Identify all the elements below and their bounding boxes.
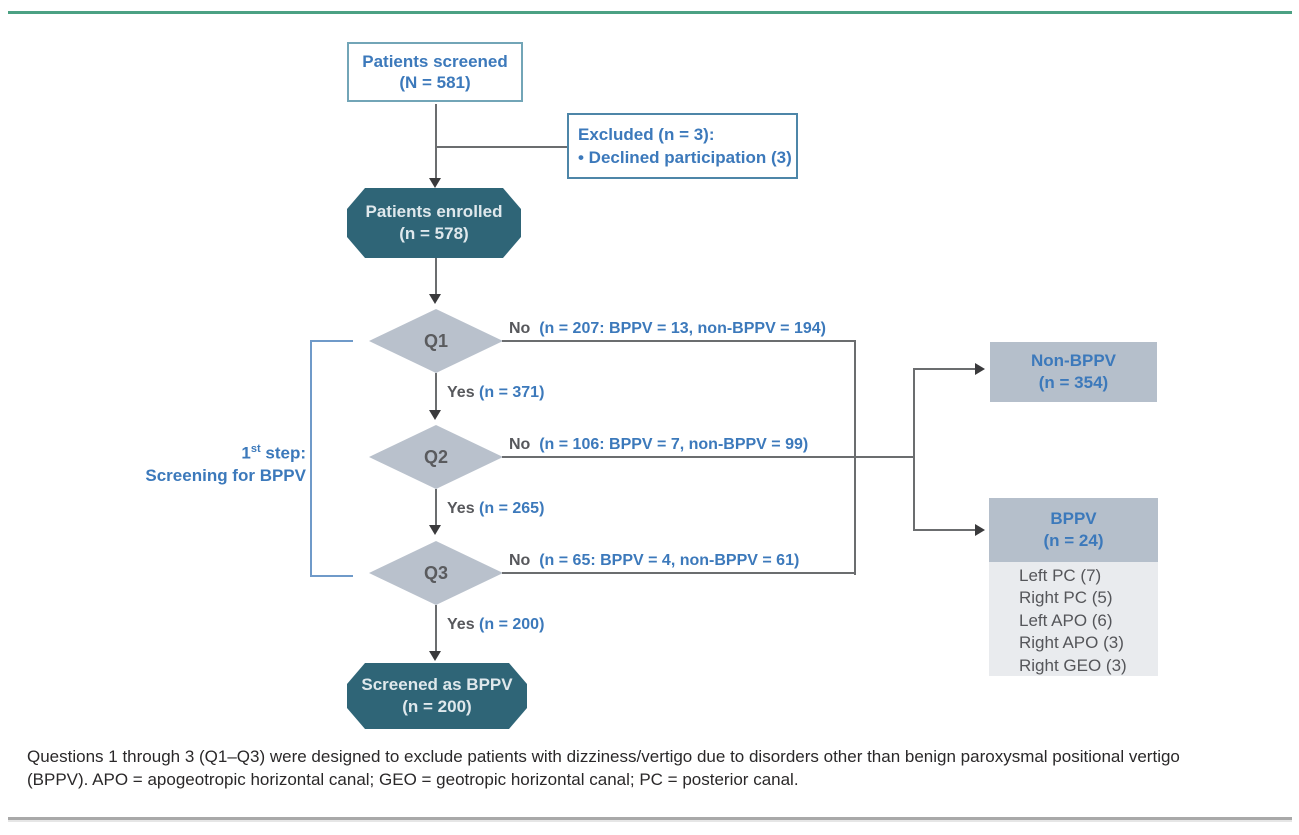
list-item: Left PC (7) [1019,566,1102,585]
node-screened-as-bppv-count: (n = 200) [402,697,472,716]
step-bracket [310,340,312,577]
list-item: Left APO (6) [1019,610,1113,630]
step-number: 1 [241,443,251,463]
node-bppv-count: (n = 24) [1043,531,1104,550]
connector-no-collector [854,340,856,575]
decision-q1-label: Q1 [423,330,448,351]
list-item: Right PC (5) [1019,588,1113,608]
node-screened-as-bppv: Screened as BPPV (n = 200) [347,663,527,729]
arrowhead-down-icon [429,651,441,661]
connector-excluded [436,146,567,148]
step-label-line2: Screening for BPPV [145,465,306,485]
node-excluded-title: Excluded (n = 3): [578,125,715,144]
edge-label-q2-yes: Yes (n = 265) [447,500,544,518]
no-detail: (n = 65: BPPV = 4, non-BPPV = 61) [539,552,800,569]
yes-detail: (n = 371) [479,384,545,401]
yes-detail: (n = 265) [479,500,545,517]
node-bppv: BPPV (n = 24) [989,498,1158,562]
connector-q3-yes [435,605,437,652]
connector-branch-vertical [913,368,915,531]
caption-line: Questions 1 through 3 (Q1–Q3) were desig… [27,747,1180,766]
edge-label-q1-yes: Yes (n = 371) [447,384,544,402]
connector-q1-yes [435,373,437,411]
node-patients-screened: Patients screened (N = 581) [347,42,523,102]
no-detail: (n = 106: BPPV = 7, non-BPPV = 99) [539,436,809,453]
step-word: step: [260,443,306,463]
connector-q1-no [502,340,856,342]
connector-enrolled-q1 [435,258,437,295]
step-bracket-tick-bottom [310,575,353,577]
edge-label-q3-yes: Yes (n = 200) [447,616,544,634]
decision-q1: Q1 [369,309,503,373]
decision-q2-label: Q2 [423,446,448,467]
yes-detail: (n = 200) [479,616,545,633]
decision-q3: Q3 [369,541,503,605]
step-label-line1: 1st step: [90,438,306,465]
node-bppv-title: BPPV [1050,509,1097,528]
decision-q2: Q2 [369,425,503,489]
arrowhead-down-icon [429,294,441,304]
edge-label-q3-no: No (n = 65: BPPV = 4, non-BPPV = 61) [509,552,799,570]
node-non-bppv: Non-BPPV (n = 354) [990,342,1157,402]
no-word: No [509,552,531,569]
top-divider [8,11,1292,14]
yes-word: Yes [447,500,475,517]
node-excluded: Excluded (n = 3): • Declined participati… [567,113,798,179]
node-patients-enrolled-title: Patients enrolled [365,202,503,221]
arrowhead-right-icon [975,363,985,375]
bppv-breakdown-list: Left PC (7) Right PC (5) Left APO (6) Ri… [989,562,1158,676]
arrowhead-right-icon [975,524,985,536]
node-patients-screened-title: Patients screened [362,52,508,71]
arrowhead-down-icon [429,525,441,535]
no-detail: (n = 207: BPPV = 13, non-BPPV = 194) [539,320,826,337]
no-word: No [509,320,531,337]
node-patients-screened-count: (N = 581) [399,73,471,92]
caption-line: (BPPV). APO = apogeotropic horizontal ca… [27,770,799,789]
list-item: Right APO (3) [1019,633,1124,653]
node-non-bppv-count: (n = 354) [1038,373,1109,392]
step-bracket-tick-top [310,340,353,342]
node-non-bppv-title: Non-BPPV [1031,351,1116,370]
no-word: No [509,436,531,453]
yes-word: Yes [447,616,475,633]
connector-q2-yes [435,489,437,526]
connector-q2-no [502,456,914,458]
yes-word: Yes [447,384,475,401]
figure-caption: Questions 1 through 3 (Q1–Q3) were desig… [27,745,1287,791]
bottom-divider [8,817,1292,820]
node-patients-enrolled-count: (n = 578) [399,224,469,243]
decision-q3-label: Q3 [423,562,448,583]
arrowhead-down-icon [429,410,441,420]
arrowhead-down-icon [429,178,441,188]
step-label: 1st step: Screening for BPPV [90,438,306,487]
node-screened-as-bppv-title: Screened as BPPV [361,675,513,694]
connector-to-bppv [913,529,977,531]
list-item: Right GEO (3) [1019,655,1127,675]
step-ordinal-suffix: st [250,443,261,455]
edge-label-q2-no: No (n = 106: BPPV = 7, non-BPPV = 99) [509,436,808,454]
connector-screened-enrolled [435,104,437,179]
node-excluded-reason: • Declined participation (3) [578,148,792,167]
connector-q3-no [502,572,856,574]
edge-label-q1-no: No (n = 207: BPPV = 13, non-BPPV = 194) [509,320,826,338]
connector-to-nonbppv [913,368,977,370]
node-patients-enrolled: Patients enrolled (n = 578) [347,188,521,258]
